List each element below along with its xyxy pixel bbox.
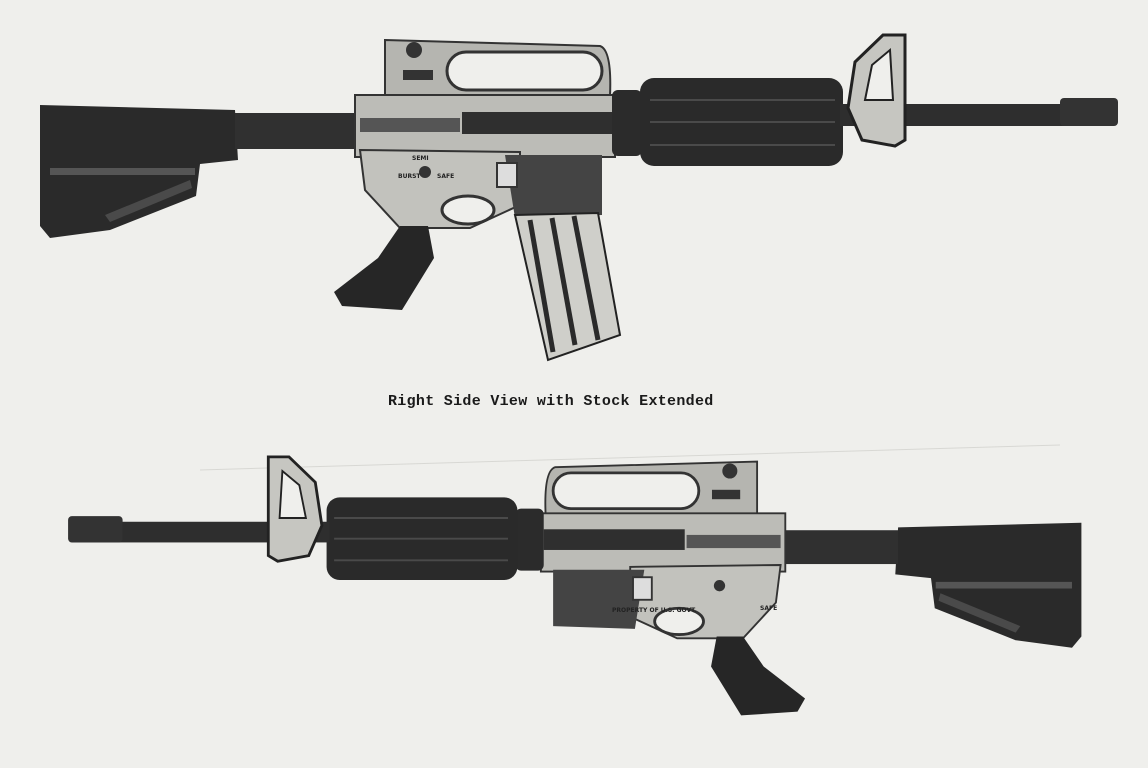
magazine <box>513 211 622 362</box>
selector-burst-marking: BURST <box>398 173 421 180</box>
selector-safe-marking: SAFE <box>760 605 777 612</box>
top-rifle-right-side: SEMI BURST SAFE <box>38 33 1120 362</box>
property-marking: PROPERTY OF U.S. GOVT. <box>612 607 697 614</box>
selector-safe-marking: SAFE <box>437 173 454 180</box>
bottom-rifle-left-side: PROPERTY OF U.S. GOVT. SAFE <box>66 455 1083 717</box>
scan-line <box>199 444 1061 471</box>
selector-semi-marking: SEMI <box>412 155 429 162</box>
figure-caption: Right Side View with Stock Extended <box>388 393 714 410</box>
